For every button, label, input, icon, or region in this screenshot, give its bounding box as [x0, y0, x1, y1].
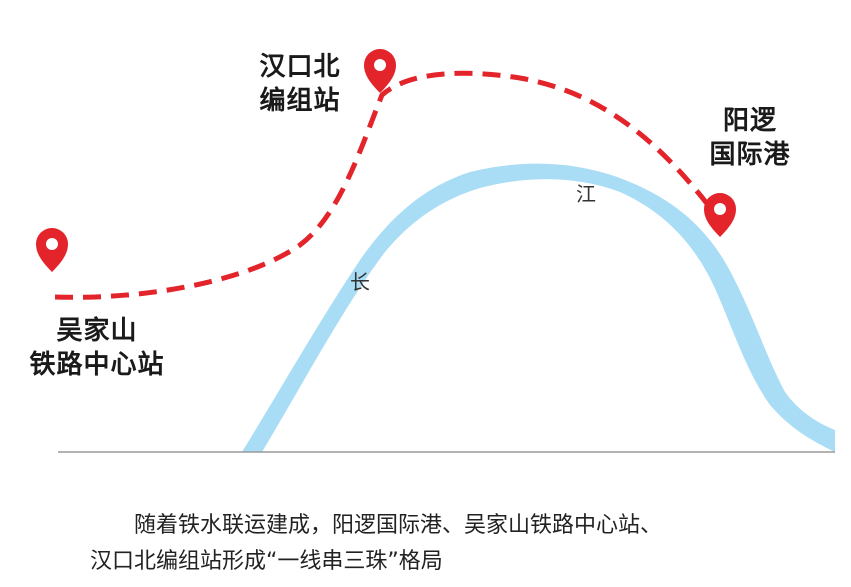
station-label-hankou-north: 汉口北 编组站: [250, 50, 350, 118]
yangtze-river: [242, 163, 835, 453]
station-label-line2: 编组站: [259, 86, 341, 116]
map-pin-icon: [704, 193, 736, 237]
railway-route: [54, 70, 721, 300]
station-label-line2: 铁路中心站: [29, 350, 165, 380]
station-label-wujiashan: 吴家山 铁路中心站: [22, 314, 172, 382]
station-label-line1: 吴家山: [56, 316, 138, 346]
caption-line-2: 汉口北编组站形成“一线串三珠”格局: [90, 549, 443, 574]
station-label-line2: 国际港: [709, 140, 791, 170]
map-pin-icon: [364, 49, 396, 93]
river-label-chang: 长: [350, 270, 370, 294]
station-label-yangluo: 阳逻 国际港: [700, 104, 800, 172]
river-island: [395, 187, 557, 243]
caption: 随着铁水联运建成，阳逻国际港、吴家山铁路中心站、 汉口北编组站形成“一线串三珠”…: [90, 508, 830, 580]
river-label-jiang: 江: [576, 182, 596, 206]
station-label-line1: 阳逻: [722, 106, 777, 136]
caption-line-1: 随着铁水联运建成，阳逻国际港、吴家山铁路中心站、: [134, 513, 663, 538]
station-label-line1: 汉口北: [259, 52, 341, 82]
map-pin-icon: [36, 228, 68, 272]
